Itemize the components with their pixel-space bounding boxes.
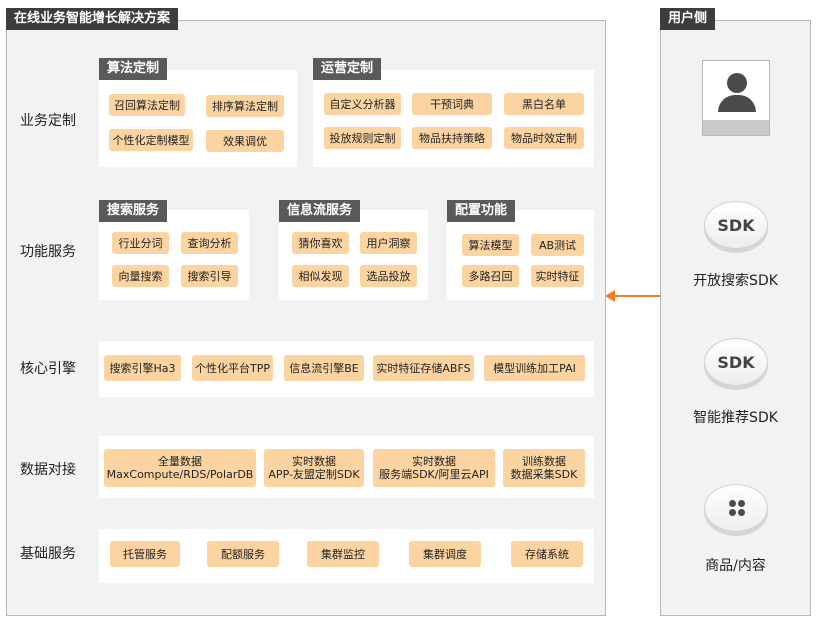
- chip-engine-abfs: 实时特征存储ABFS: [373, 355, 474, 381]
- chip-personal-model: 个性化定制模型: [109, 129, 193, 151]
- operation-panel: [313, 70, 594, 167]
- feed-service-title: 信息流服务: [279, 200, 361, 222]
- sdk-disk-search-icon: SDK: [704, 201, 768, 249]
- chip-custom-analyzer: 自定义分析器: [324, 93, 401, 115]
- arrow-head-icon: [605, 290, 615, 302]
- item-label: 商品/内容: [705, 558, 766, 574]
- chip-engine-be: 信息流引擎BE: [284, 355, 364, 381]
- algorithm-panel: [99, 70, 297, 167]
- operation-title: 运营定制: [313, 58, 382, 80]
- chip-industry-segment: 行业分词: [112, 232, 169, 254]
- chip-recall-algorithm: 召回算法定制: [109, 94, 185, 116]
- chip-realtime-feature: 实时特征: [531, 265, 584, 287]
- row-label-business: 业务定制: [20, 113, 76, 129]
- item-disk-grid-icon: [704, 484, 768, 532]
- chip-item-timeliness: 物品时效定制: [504, 127, 584, 149]
- person-head-shape: [727, 73, 747, 93]
- chip-delivery-rules: 投放规则定制: [324, 127, 401, 149]
- chip-engine-pai: 模型训练加工PAI: [484, 355, 585, 381]
- arrow-line: [614, 295, 660, 297]
- chip-similar-discovery: 相似发现: [292, 265, 349, 287]
- grid-dot: [738, 500, 745, 507]
- chip-user-insight: 用户洞察: [360, 232, 417, 254]
- sdk-label-recommend: 智能推荐SDK: [693, 410, 778, 426]
- chip-data-realtime-server: 实时数据服务端SDK/阿里云API: [373, 449, 495, 487]
- config-title: 配置功能: [447, 200, 516, 222]
- user-avatar-icon: [702, 60, 770, 136]
- person-body-shape: [718, 95, 756, 112]
- chip-search-guide: 搜索引导: [181, 265, 238, 287]
- chip-base-hosting: 托管服务: [110, 541, 180, 567]
- chip-base-quota: 配额服务: [207, 541, 279, 567]
- chip-engine-tpp: 个性化平台TPP: [192, 355, 273, 381]
- grid-dot: [729, 509, 736, 516]
- chip-item-support: 物品扶持策略: [412, 127, 492, 149]
- chip-base-monitor: 集群监控: [307, 541, 379, 567]
- search-service-title: 搜索服务: [99, 200, 168, 222]
- icon-bottom-strip: [703, 120, 769, 135]
- chip-intervention-dict: 干预词典: [412, 93, 492, 115]
- chip-rank-algorithm: 排序算法定制: [206, 95, 284, 117]
- row-label-engine: 核心引擎: [20, 361, 76, 377]
- grid-dot: [729, 500, 736, 507]
- chip-base-storage: 存储系统: [511, 541, 583, 567]
- sdk-disk-recommend-icon: SDK: [704, 338, 768, 386]
- chip-effect-tune: 效果调优: [206, 130, 284, 152]
- main-title: 在线业务智能增长解决方案: [6, 8, 179, 30]
- sdk-label-search: 开放搜索SDK: [693, 273, 778, 289]
- chip-data-training: 训练数据数据采集SDK: [503, 449, 585, 487]
- row-label-function: 功能服务: [20, 244, 76, 260]
- chip-ab-test: AB测试: [531, 234, 584, 256]
- chip-guess-like: 猜你喜欢: [292, 232, 349, 254]
- user-side-title: 用户侧: [660, 8, 716, 30]
- chip-base-schedule: 集群调度: [409, 541, 481, 567]
- row-label-data: 数据对接: [20, 462, 76, 478]
- chip-multi-recall: 多路召回: [462, 265, 519, 287]
- chip-algorithm-model: 算法模型: [462, 234, 519, 256]
- chip-black-white-list: 黑白名单: [504, 93, 584, 115]
- chip-engine-ha3: 搜索引擎Ha3: [104, 355, 181, 381]
- algorithm-title: 算法定制: [99, 58, 168, 80]
- chip-query-analysis: 查询分析: [181, 232, 238, 254]
- grid-dot: [738, 509, 745, 516]
- row-label-base: 基础服务: [20, 546, 76, 562]
- chip-vector-search: 向量搜索: [112, 265, 169, 287]
- chip-selection-delivery: 选品投放: [360, 265, 417, 287]
